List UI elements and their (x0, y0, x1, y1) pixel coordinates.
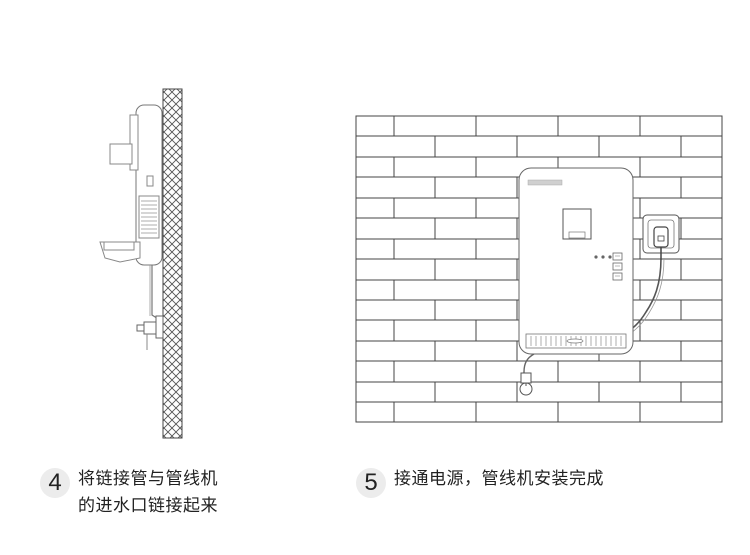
step-description-line: 接通电源，管线机安装完成 (394, 469, 604, 489)
step-description-line: 的进水口链接起来 (78, 496, 218, 516)
front-view-illustration (355, 115, 723, 423)
power-socket (642, 214, 680, 260)
water-pipe (151, 265, 161, 321)
step-description-line: 将链接管与管线机 (78, 469, 218, 489)
step-number-badge: 5 (356, 468, 386, 498)
side-view-illustration (99, 88, 183, 439)
step-number-badge: 4 (40, 468, 70, 498)
step-description: 将链接管与管线机 的进水口链接起来 (78, 466, 218, 520)
control-panel (594, 252, 623, 281)
dispenser-unit-front (518, 167, 634, 355)
step-4: 4 将链接管与管线机 的进水口链接起来 (40, 466, 218, 520)
inlet-pipe (523, 353, 535, 374)
wall-section (162, 88, 183, 439)
step-description: 接通电源，管线机安装完成 (394, 466, 604, 493)
brand-label-mark (527, 179, 563, 186)
inlet-valve (519, 372, 533, 396)
step-5: 5 接通电源，管线机安装完成 (356, 466, 604, 498)
water-valve (136, 315, 164, 339)
